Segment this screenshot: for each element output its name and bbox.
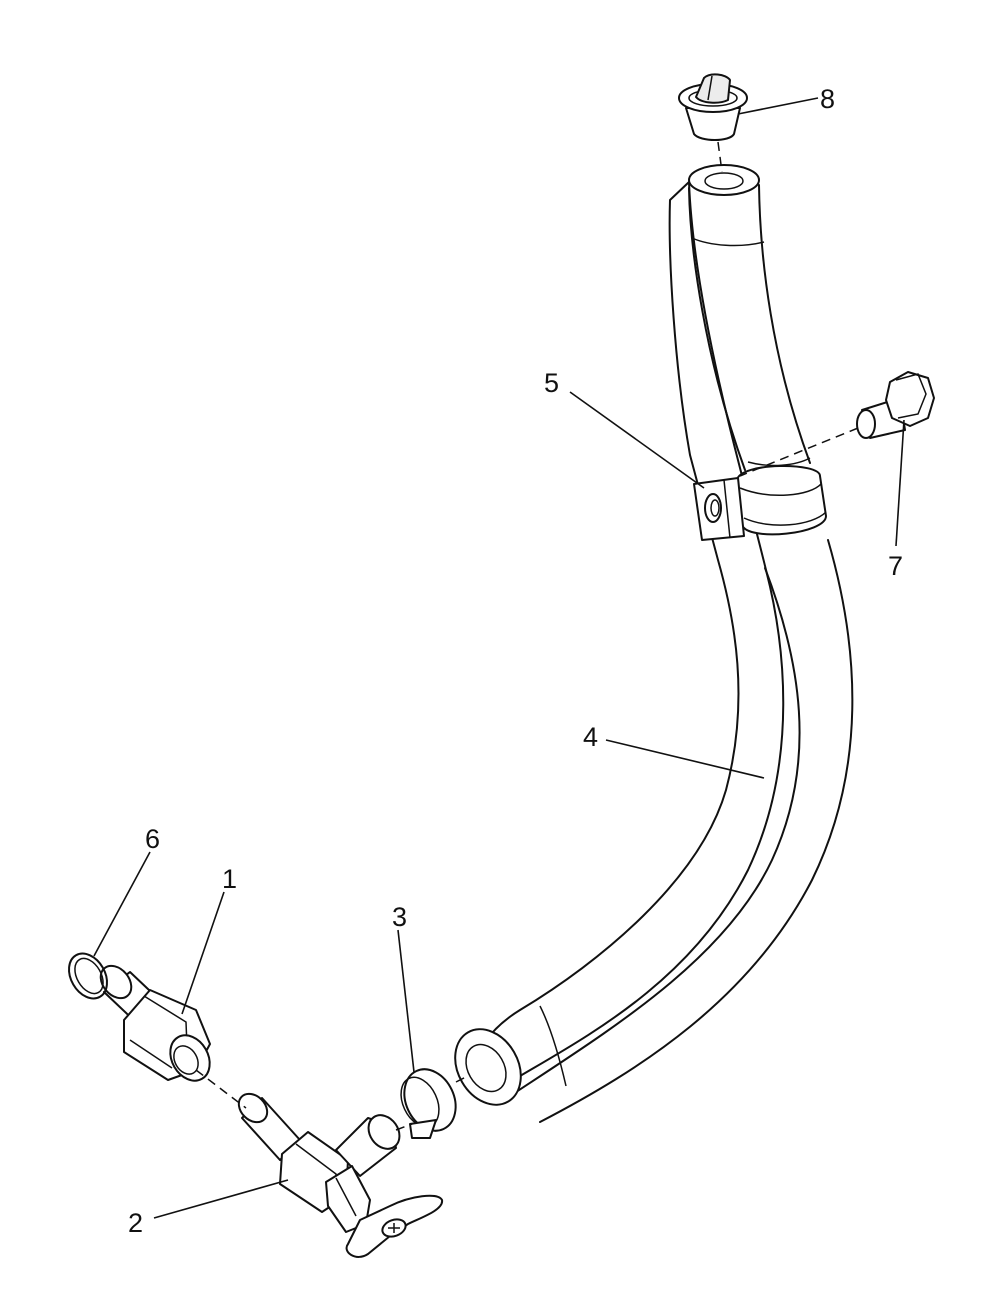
leader-line-2 [153, 1179, 289, 1219]
adapter-part-1 [99, 964, 247, 1109]
bolt-part-7 [739, 371, 935, 477]
leader-line-1 [181, 891, 225, 1015]
leader-line-5 [569, 391, 705, 489]
callout-label-3: 3 [392, 902, 407, 932]
leader-line-6 [93, 851, 151, 957]
callout-label-7: 7 [888, 551, 903, 581]
callout-label-8: 8 [820, 84, 835, 114]
leader-line-7 [895, 419, 905, 547]
leader-line-3 [397, 929, 415, 1073]
callout-label-2: 2 [128, 1208, 143, 1238]
valve-part-2 [237, 1092, 443, 1258]
callout-label-6: 6 [145, 824, 160, 854]
callout-label-4: 4 [583, 722, 598, 752]
hose-clamp-part-3 [400, 1068, 469, 1139]
hose-part-4 [454, 164, 854, 1123]
o-ring-part-6 [68, 952, 108, 1000]
clamp-part-5 [693, 464, 827, 541]
leader-line-8 [737, 97, 819, 115]
plug-part-8 [678, 73, 748, 173]
callout-label-5: 5 [544, 368, 559, 398]
callout-label-1: 1 [222, 864, 237, 894]
leader-line-4 [605, 739, 765, 779]
